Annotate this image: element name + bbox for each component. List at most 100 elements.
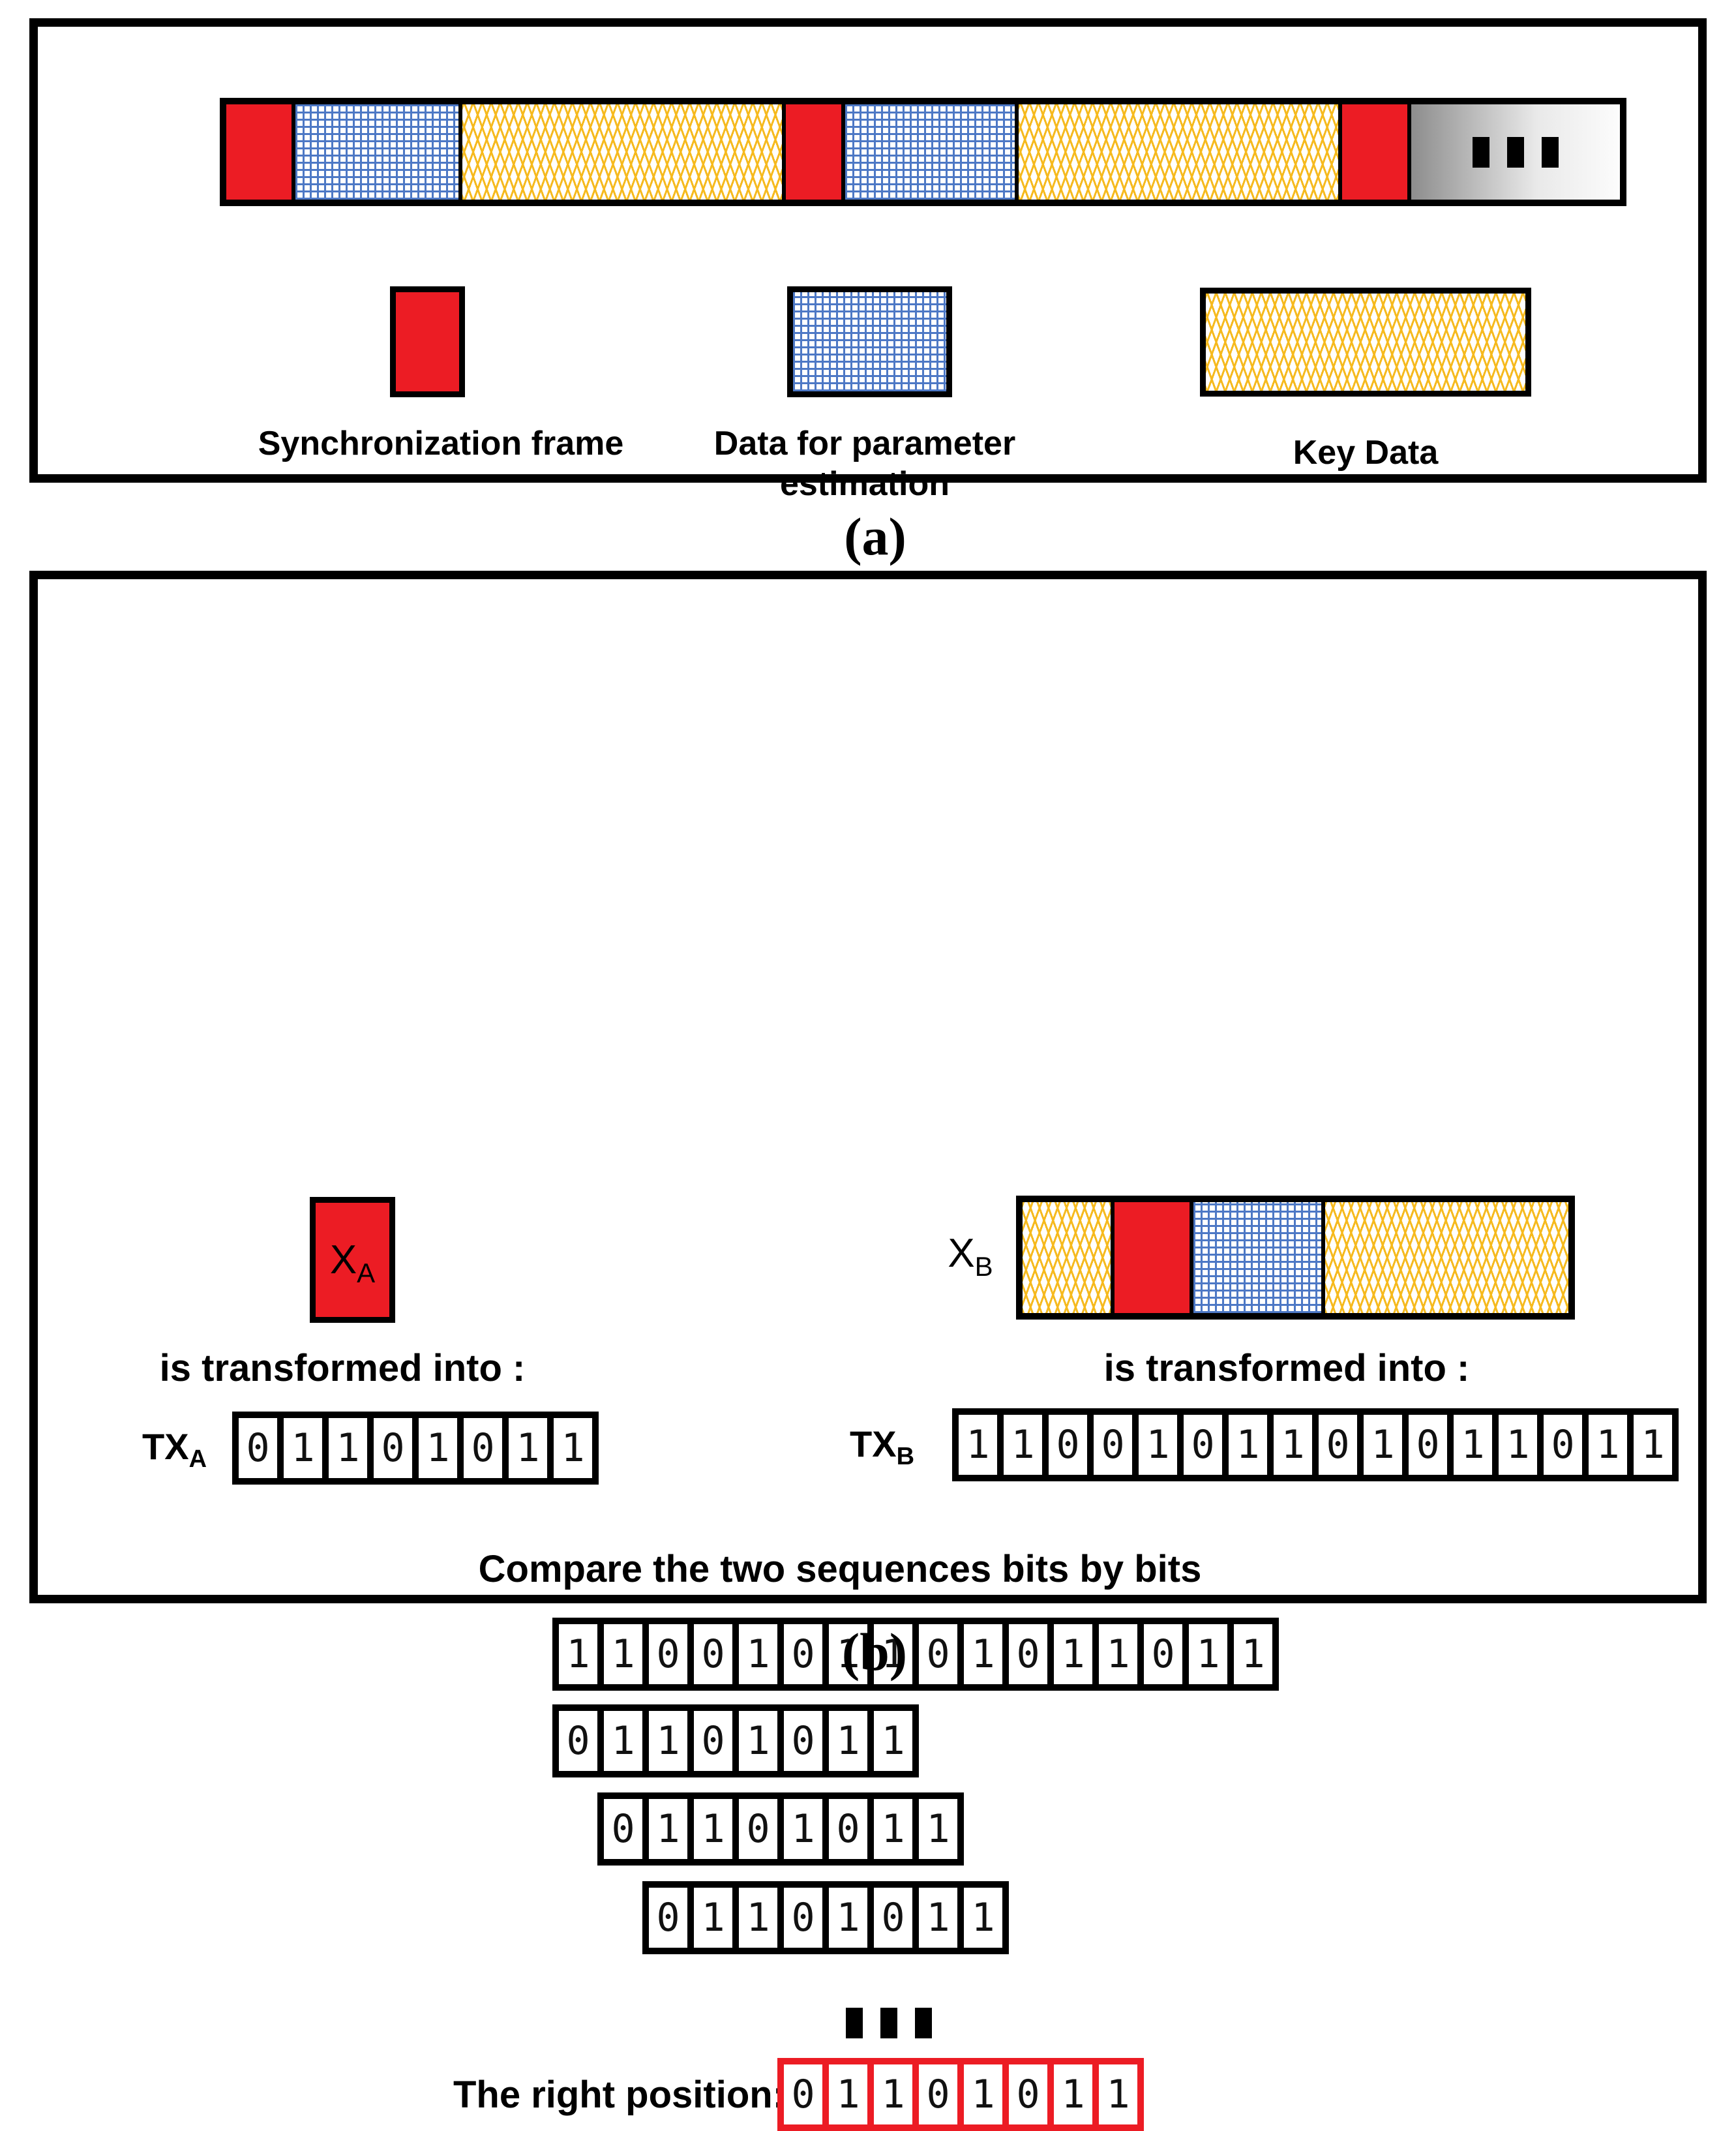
legend-swatch-parameter-data [787,286,952,397]
bit-cell: 1 [694,1799,732,1859]
bit-cell: 1 [829,2064,867,2124]
frame-segment-sync [1342,104,1407,200]
bit-cell: 1 [964,1624,1002,1684]
bit-cell: 0 [784,1624,822,1684]
panel-a: Synchronization frame Data for parameter… [29,18,1707,503]
bit-cell: 0 [239,1418,277,1478]
bit-cell: 1 [1004,1415,1042,1475]
bit-cell: 1 [649,1711,687,1771]
legend-label-key-data: Key Data [1293,434,1439,472]
panel-b-caption: (b) [841,1622,908,1682]
legend-swatch-sync-frame [390,286,465,397]
bit-cell: 0 [874,1888,912,1948]
transform-text-b: is transformed into : [1103,1347,1470,1389]
bit-cell: 1 [329,1418,367,1478]
bit-cell: 0 [1094,1415,1132,1475]
frame-segment-param [1193,1202,1321,1313]
bit-cell: 0 [1544,1415,1582,1475]
bit-cell: 0 [694,1711,732,1771]
bit-cell: 1 [604,1624,642,1684]
bit-cell: 0 [649,1624,687,1684]
legend-label-sync-frame: Synchronization frame [258,425,624,462]
bit-cell: 1 [739,1624,777,1684]
xb-label: XB [948,1231,993,1282]
legend-label-parameter-data: Data for parameter estimation [713,425,1016,503]
bit-cell: 1 [1099,2064,1137,2124]
ellipsis-icon [846,2008,932,2038]
bit-cell: 0 [604,1799,642,1859]
bit-cell: 1 [1054,1624,1092,1684]
bit-cell: 1 [1274,1415,1312,1475]
frame-segment-key [1325,1202,1568,1313]
frame-segment-param [845,104,1015,200]
bit-cell: 0 [919,2064,957,2124]
bit-cell: 0 [829,1799,867,1859]
compare-heading: Compare the two sequences bits by bits [478,1548,1202,1590]
bit-cell: 0 [1409,1415,1447,1475]
bit-cell: 1 [509,1418,547,1478]
xb-frame-bar [1016,1196,1575,1320]
txb-label: TXB [850,1423,915,1470]
bit-cell: 1 [559,1624,597,1684]
bit-cell: 1 [874,1711,912,1771]
bit-cell: 1 [1589,1415,1627,1475]
xa-sync-frame-rect: XA [310,1197,395,1323]
bit-cell: 1 [829,1888,867,1948]
bit-cell: 0 [919,1624,957,1684]
bit-cell: 1 [874,2064,912,2124]
bit-cell: 0 [1144,1624,1182,1684]
bit-cell: 0 [1319,1415,1357,1475]
legend-swatch-key-data [1200,288,1531,397]
bit-cell: 1 [1054,2064,1092,2124]
bit-cell: 1 [1189,1624,1227,1684]
bit-cell: 1 [874,1799,912,1859]
bit-cell: 1 [419,1418,457,1478]
bit-cell: 1 [1099,1624,1137,1684]
bit-cell: 0 [1009,2064,1047,2124]
frame-segment-sync [1115,1202,1190,1313]
panel-a-caption: (a) [844,507,906,566]
bit-cell: 0 [1049,1415,1087,1475]
bit-cell: 1 [959,1415,997,1475]
bit-cell: 1 [694,1888,732,1948]
bit-cell: 1 [919,1888,957,1948]
frame-segment-param [295,104,458,200]
transform-text-a: is transformed into : [159,1347,526,1389]
ellipsis-icon [1411,104,1620,200]
bit-cell: 0 [464,1418,502,1478]
bit-cell: 1 [964,2064,1002,2124]
bit-cell: 1 [1454,1415,1492,1475]
txa-label: TXA [142,1426,207,1473]
bit-cell: 0 [784,1711,822,1771]
bit-cell: 1 [829,1624,867,1684]
bit-cell: 1 [919,1799,957,1859]
bit-cell: 1 [1234,1624,1272,1684]
bit-cell: 1 [1634,1415,1672,1475]
bit-cell: 1 [284,1418,322,1478]
bit-cell: 1 [1364,1415,1402,1475]
right-position-label: The right position: [453,2074,785,2116]
bit-cell: 1 [554,1418,592,1478]
bit-cell: 1 [784,1799,822,1859]
frame-segment-sync [786,104,841,200]
bit-cell: 0 [694,1624,732,1684]
bit-cell: 1 [874,1624,912,1684]
frame-segment-key [1023,1202,1111,1313]
figure-canvas: Synchronization frame Data for parameter… [29,18,1707,2131]
frame-segment-more [1411,104,1620,200]
bit-cell: 0 [559,1711,597,1771]
bit-cell: 0 [1184,1415,1222,1475]
bit-cell: 0 [1009,1624,1047,1684]
bit-cell: 1 [829,1711,867,1771]
bit-cell: 1 [649,1799,687,1859]
xa-label: XA [329,1237,376,1288]
frame-segment-key [1019,104,1338,200]
bit-cell: 0 [374,1418,412,1478]
bit-cell: 0 [649,1888,687,1948]
bit-cell: 1 [1139,1415,1177,1475]
bit-cell: 1 [604,1711,642,1771]
bit-cell: 1 [1229,1415,1267,1475]
